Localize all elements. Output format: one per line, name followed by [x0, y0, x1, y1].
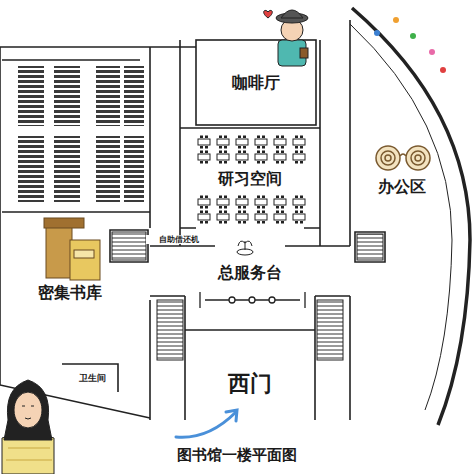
region-label: 密集书库: [38, 284, 102, 302]
walls: [62, 364, 118, 392]
girl-bottom-figure: [22, 406, 34, 419]
color-dots: [440, 67, 446, 73]
color-dots: [374, 17, 446, 73]
bookshelves: [124, 66, 144, 126]
books-icon: [44, 218, 100, 280]
stairs: [112, 232, 383, 360]
map-caption: 图书馆一楼平面图: [140, 447, 334, 464]
stack-room: 密集书库: [8, 276, 132, 310]
study-tables: [195, 135, 309, 225]
bookshelves: [18, 66, 44, 126]
glasses-icon: [411, 151, 425, 165]
west-gate: 西门: [195, 364, 305, 402]
glasses-icon: [385, 155, 391, 161]
cafe-room: 咖啡厅: [200, 66, 312, 100]
walls: [110, 230, 385, 262]
region-label: 总服务台: [218, 264, 282, 282]
bookshelves: [96, 66, 120, 126]
color-dots: [429, 49, 435, 55]
color-dots: [393, 17, 399, 23]
service-desk: [229, 297, 235, 303]
region-label: 办公区: [378, 178, 426, 196]
walls: [0, 47, 196, 418]
books-icon: [44, 218, 84, 228]
glasses-icon: [406, 146, 430, 170]
region-label: 西门: [228, 371, 272, 395]
walls: [196, 40, 316, 125]
color-dots: [410, 33, 416, 39]
walls: [150, 20, 350, 420]
walls: [185, 296, 315, 420]
stairs: [112, 232, 146, 260]
region-label: 卫生间: [79, 374, 106, 384]
glasses-icon: [400, 154, 406, 156]
bookshelves: [54, 136, 80, 202]
service-desk: [200, 292, 305, 308]
stairs: [317, 300, 343, 360]
girl-top-figure: [300, 48, 308, 58]
region-label: 咖啡厅: [232, 74, 280, 92]
girl-bottom-figure: [6, 448, 52, 460]
girl-top-figure: [281, 10, 303, 18]
service-desk: [269, 297, 275, 303]
color-dots: [374, 30, 380, 36]
bookshelves: [54, 66, 80, 126]
girl-top-figure: [264, 10, 273, 18]
girl-bottom-figure: [2, 380, 54, 474]
office-area: 办公区: [352, 172, 452, 202]
glasses-icon: [415, 155, 421, 161]
fountain-icon: [237, 241, 253, 255]
walls: [150, 246, 350, 296]
stairs: [357, 234, 383, 260]
bookshelves: [96, 136, 120, 202]
glasses-icon: [376, 146, 400, 170]
study-tables: [195, 195, 309, 225]
device-label: 自助借还机: [146, 235, 212, 244]
books-icon: [74, 250, 94, 258]
girl-bottom-figure: [4, 380, 52, 440]
restroom: 卫生间: [68, 370, 116, 388]
region-label: 研习空间: [218, 170, 282, 188]
walls: [2, 60, 150, 212]
walls: [180, 40, 320, 246]
service-desk: [200, 292, 305, 308]
study-room: 研习空间: [184, 166, 316, 192]
glasses-icon: [381, 151, 395, 165]
stairs: [157, 300, 183, 360]
direction-arrow: [176, 412, 236, 437]
outer-curved-wall: [350, 8, 470, 425]
fountain-icon: [238, 241, 252, 250]
outer-curved-wall: [350, 24, 452, 410]
direction-arrow: [176, 410, 237, 437]
direction-arrow: [226, 410, 237, 421]
books-icon: [46, 226, 72, 278]
bookshelves: [18, 66, 144, 202]
study-tables: [195, 135, 309, 165]
books-icon: [70, 240, 100, 280]
outer-curved-wall: [352, 8, 470, 425]
girl-top-figure: [264, 10, 308, 66]
walls: [0, 20, 385, 420]
service-desk: [249, 297, 255, 303]
bookshelves: [18, 136, 44, 202]
service-desk: 总服务台: [196, 258, 304, 288]
bookshelves: [124, 136, 144, 202]
glasses-icon: [376, 146, 430, 170]
girl-bottom-figure: [14, 392, 42, 428]
